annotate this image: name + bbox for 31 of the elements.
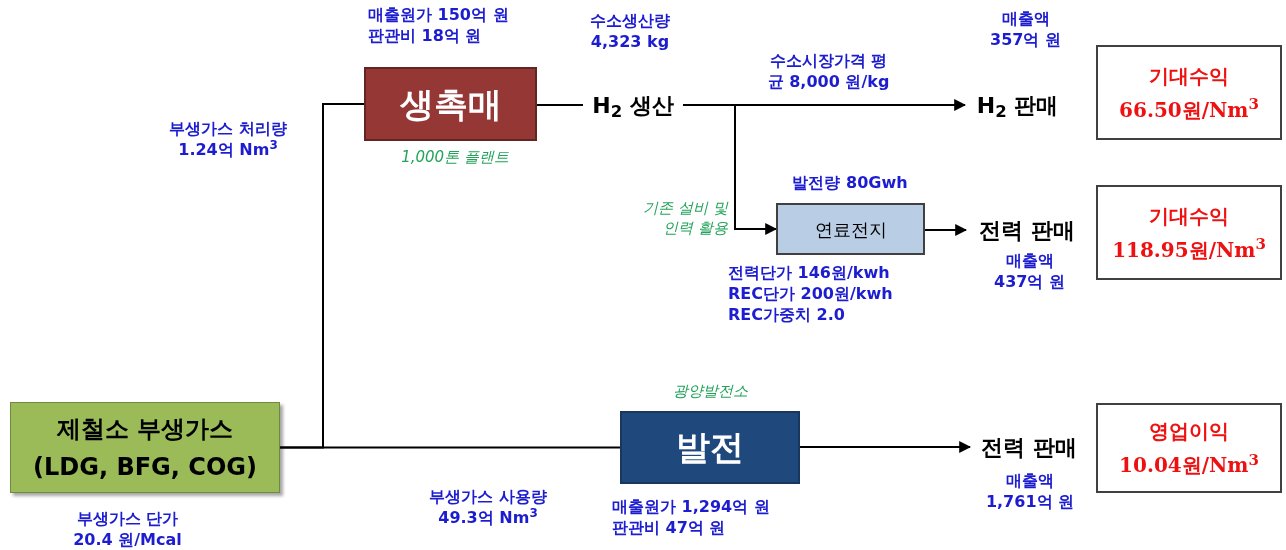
process-box: 생촉매 (364, 67, 537, 141)
process-label: H$_{2}$ 생산 (583, 89, 683, 121)
annotation-text: 매출원가 150억 원 판관비 18억 원 (368, 4, 510, 46)
sales-label: 전력 판매 (966, 214, 1088, 246)
sales-label: 전력 판매 (970, 431, 1088, 463)
annotation-text: 매출액 357억 원 (989, 8, 1062, 50)
annotation-text: 발전량 80Gwh (791, 172, 909, 193)
result-box: 기대수익 118.95원/Nm$^{3}$ (1096, 185, 1282, 280)
connector-line (279, 446, 621, 449)
annotation-text: 광양발전소 (671, 381, 749, 401)
annotation-text: 매출원가 1,294억 원 판관비 47억 원 (612, 496, 771, 538)
edge-label: 수소시장가격 평균 8,000 원/kg (766, 50, 891, 92)
annotation-text: 1,000톤 플랜트 (400, 147, 510, 167)
annotation-text: 매출액 437억 원 (993, 250, 1066, 292)
result-box: 기대수익 66.50원/Nm$^{3}$ (1096, 45, 1282, 140)
arrow (799, 441, 972, 453)
arrow (924, 224, 968, 236)
arrow (682, 104, 778, 235)
result-box: 영업이익 10.04원/Nm$^{3}$ (1096, 403, 1282, 493)
source-box: 제철소 부생가스 (LDG, BFG, COG) (10, 402, 280, 493)
edge-label: 부생가스 사용량 49.3억 Nm$^{3}$ (428, 486, 548, 528)
connector-line (536, 104, 584, 106)
process-box: 연료전지 (776, 203, 925, 255)
annotation-text: 부생가스 단가 20.4 원/Mcal (72, 508, 183, 550)
annotation-text: 전력단가 146원/kwh REC단가 200원/kwh REC가중치 2.0 (728, 262, 894, 325)
annotation-text: 수소생산량 4,323 kg (589, 10, 671, 52)
edge-label: 부생가스 처리량 1.24억 Nm$^{3}$ (168, 118, 288, 160)
process-box: 발전 (620, 411, 800, 484)
sales-label: H$_{2}$ 판매 (965, 89, 1070, 121)
annotation-text: 매출액 1,761억 원 (985, 470, 1075, 512)
edge-label: 기존 설비 및 인력 활용 (642, 198, 728, 238)
